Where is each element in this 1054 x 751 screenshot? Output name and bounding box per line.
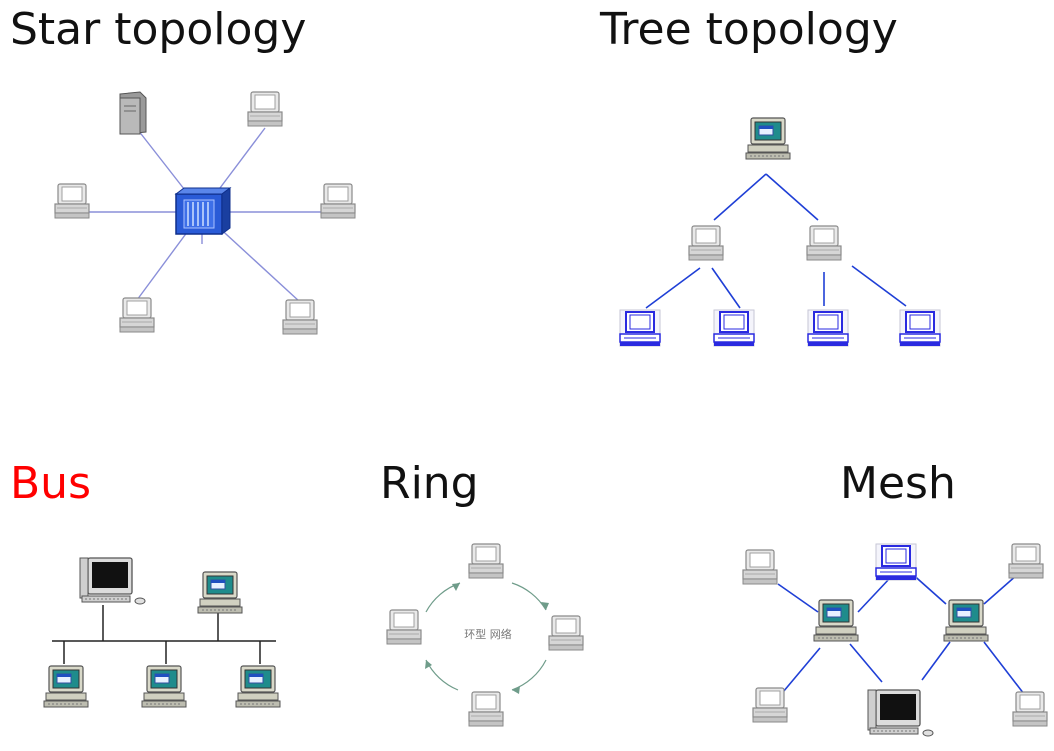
monitor-pc-icon — [197, 571, 243, 614]
link — [645, 267, 701, 309]
link — [777, 583, 819, 613]
arrowhead — [512, 686, 520, 694]
terminal-icon — [899, 309, 941, 347]
ring-center-label: 环型 网络 — [464, 627, 512, 641]
bus-lines — [52, 605, 276, 664]
link — [851, 265, 907, 307]
workstation-icon — [386, 609, 422, 645]
terminal-icon — [807, 309, 849, 347]
monitor-pc-icon — [79, 557, 146, 605]
star-diagram — [54, 91, 356, 335]
link — [857, 577, 891, 613]
bus-topology-title: Bus — [10, 458, 91, 509]
link — [849, 643, 883, 683]
tree-topology-title: Tree topology — [600, 4, 898, 55]
link — [765, 173, 819, 221]
tree-links — [645, 173, 907, 309]
arrowhead — [425, 660, 432, 669]
arrowhead — [452, 583, 460, 591]
monitor-pc-icon — [745, 117, 791, 160]
link — [983, 641, 1025, 695]
star-topology-title: Star topology — [10, 4, 307, 55]
terminal-icon — [875, 543, 917, 581]
tree-diagram — [619, 117, 941, 347]
workstation-icon — [806, 225, 842, 261]
ring-arc — [511, 659, 547, 691]
ring-diagram: 环型 网络 — [386, 543, 584, 727]
workstation-icon — [468, 543, 504, 579]
workstation-icon — [247, 91, 283, 127]
workstation-icon — [1008, 543, 1044, 579]
workstation-icon — [752, 687, 788, 723]
bus-diagram — [43, 557, 281, 708]
link — [983, 573, 1019, 605]
link — [713, 173, 767, 221]
monitor-pc-icon — [943, 599, 989, 642]
terminal-icon — [619, 309, 661, 347]
workstation-icon — [54, 183, 90, 219]
ring-arrowheads — [425, 583, 549, 694]
ring-arc — [511, 582, 547, 611]
workstation-icon — [468, 691, 504, 727]
monitor-pc-icon — [813, 599, 859, 642]
monitor-pc-icon — [867, 689, 934, 737]
mesh-topology-title: Mesh — [840, 458, 956, 509]
workstation-icon — [282, 299, 318, 335]
ring-topology-title: Ring — [380, 458, 479, 509]
terminal-icon — [713, 309, 755, 347]
workstation-icon — [548, 615, 584, 651]
workstation-icon — [742, 549, 778, 585]
arrowhead — [541, 602, 549, 610]
workstation-icon — [1012, 691, 1048, 727]
workstation-icon — [119, 297, 155, 333]
server-icon — [119, 91, 147, 135]
monitor-pc-icon — [43, 665, 89, 708]
monitor-pc-icon — [141, 665, 187, 708]
monitor-pc-icon — [235, 665, 281, 708]
mesh-diagram — [742, 543, 1048, 737]
link — [921, 641, 951, 681]
hub-icon — [174, 187, 232, 235]
mesh-links — [777, 571, 1025, 699]
workstation-icon — [688, 225, 724, 261]
link — [777, 647, 821, 699]
link — [711, 267, 741, 309]
workstation-icon — [320, 183, 356, 219]
